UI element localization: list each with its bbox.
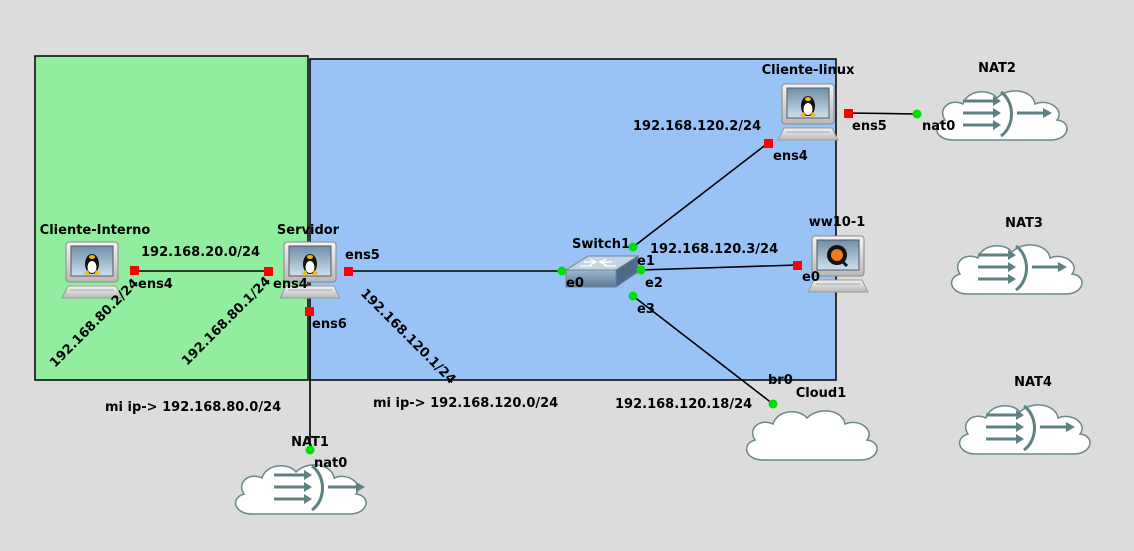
port-label: ens4 bbox=[273, 277, 308, 292]
port-label: ens5 bbox=[852, 119, 887, 134]
node-nat3[interactable]: NAT3 bbox=[950, 216, 1083, 295]
port-cliente-interno-ens4[interactable] bbox=[130, 266, 139, 275]
link-switch1-cloud1[interactable] bbox=[632, 295, 774, 405]
cloud-icon bbox=[745, 410, 878, 461]
zone-label-external: mi ip-> 192.168.120.0/24 bbox=[373, 396, 558, 411]
port-labels: ens4 ens4 ens5 ens6 nat0 e0 e1 e2 e3 ens… bbox=[138, 119, 955, 471]
links-layer bbox=[134, 112, 918, 450]
port-label: e3 bbox=[637, 302, 655, 317]
port-switch1-e3[interactable] bbox=[628, 291, 638, 301]
node-label: NAT3 bbox=[1005, 216, 1043, 231]
port-label: nat0 bbox=[314, 456, 347, 471]
zone-internal-area[interactable] bbox=[34, 55, 309, 381]
node-switch1[interactable]: Switch1 bbox=[564, 237, 640, 288]
port-label: e0 bbox=[566, 276, 584, 291]
zone-external-area[interactable] bbox=[309, 58, 837, 381]
link-cliente-linux-nat2[interactable] bbox=[847, 112, 918, 115]
port-servidor-ens5[interactable] bbox=[344, 267, 353, 276]
ip-label: 192.168.120.3/24 bbox=[650, 242, 778, 257]
qemu-computer-icon bbox=[807, 235, 869, 293]
node-label: NAT1 bbox=[291, 435, 329, 450]
nat-cloud-icon bbox=[958, 404, 1091, 455]
port-label: nat0 bbox=[922, 119, 955, 134]
port-nat1-nat0[interactable] bbox=[305, 445, 315, 455]
port-switch1-e2[interactable] bbox=[636, 265, 646, 275]
node-ww10-1[interactable]: ww10-1 bbox=[807, 215, 869, 293]
nat-cloud-icon bbox=[935, 90, 1068, 141]
node-cliente-linux[interactable]: Cliente-linux bbox=[762, 63, 855, 141]
node-label: ww10-1 bbox=[809, 215, 866, 230]
linux-computer-icon bbox=[777, 83, 839, 141]
port-cloud1-br0[interactable] bbox=[768, 399, 778, 409]
port-label: e1 bbox=[637, 254, 655, 269]
node-label: Cliente-linux bbox=[762, 63, 855, 78]
subnet-label: 192.168.20.0/24 bbox=[141, 245, 260, 260]
port-label: e0 bbox=[802, 270, 820, 285]
nat-cloud-icon bbox=[950, 244, 1083, 295]
port-switch1-e0[interactable] bbox=[557, 266, 567, 276]
ip-label: 192.168.120.2/24 bbox=[633, 119, 761, 134]
node-label: NAT2 bbox=[978, 61, 1016, 76]
node-servidor[interactable]: Servidor bbox=[277, 223, 341, 299]
port-switch1-e1[interactable] bbox=[628, 242, 638, 252]
port-nat2-nat0[interactable] bbox=[912, 109, 922, 119]
port-servidor-ens6[interactable] bbox=[305, 307, 314, 316]
port-label: e2 bbox=[645, 276, 663, 291]
zone-label-internal: mi ip-> 192.168.80.0/24 bbox=[105, 400, 281, 415]
link-switch1-cliente-linux[interactable] bbox=[632, 142, 769, 248]
node-cliente-interno[interactable]: Cliente-Interno bbox=[40, 223, 151, 299]
port-servidor-ens4[interactable] bbox=[264, 267, 273, 276]
node-nat2[interactable]: NAT2 bbox=[935, 61, 1068, 141]
node-label: NAT4 bbox=[1014, 375, 1052, 390]
port-label: br0 bbox=[768, 373, 793, 388]
ethernet-switch-icon bbox=[564, 255, 640, 288]
port-markers bbox=[130, 109, 922, 455]
port-label: ens5 bbox=[345, 248, 380, 263]
port-cliente-linux-ens5[interactable] bbox=[844, 109, 853, 118]
linux-computer-icon bbox=[279, 241, 341, 299]
node-label: Servidor bbox=[277, 223, 340, 238]
link-switch1-ww10-1[interactable] bbox=[640, 264, 798, 271]
node-label: Switch1 bbox=[572, 237, 630, 252]
port-label: ens4 bbox=[138, 277, 173, 292]
port-label: ens6 bbox=[312, 317, 347, 332]
node-nat1[interactable]: NAT1 bbox=[234, 435, 367, 515]
port-ww10-1-e0[interactable] bbox=[793, 261, 802, 270]
node-nat4[interactable]: NAT4 bbox=[958, 375, 1091, 455]
node-label: Cliente-Interno bbox=[40, 223, 151, 238]
nat-cloud-icon bbox=[234, 464, 367, 515]
node-cloud1[interactable]: Cloud1 bbox=[745, 386, 878, 461]
port-label: ens4 bbox=[773, 149, 808, 164]
ip-label: 192.168.120.18/24 bbox=[615, 397, 752, 412]
node-label: Cloud1 bbox=[796, 386, 847, 401]
linux-computer-icon bbox=[61, 241, 123, 299]
port-cliente-linux-ens4[interactable] bbox=[764, 139, 773, 148]
